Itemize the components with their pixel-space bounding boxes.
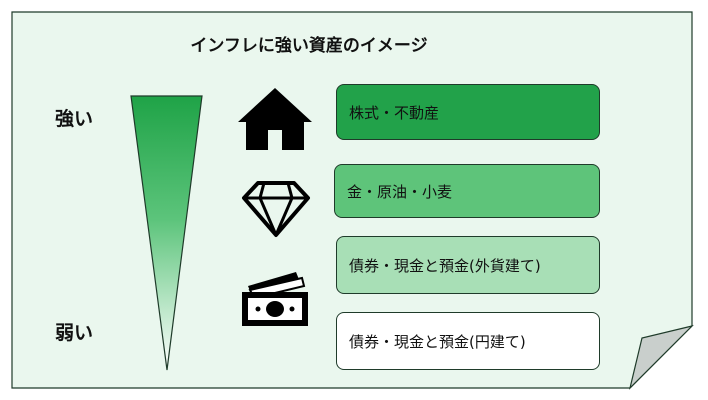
cash-icon bbox=[242, 272, 308, 326]
house-icon bbox=[238, 88, 312, 150]
strength-wedge bbox=[130, 95, 203, 371]
asset-label: 株式・不動産 bbox=[349, 103, 440, 122]
asset-box-foreign-currency: 債券・現金と預金(外貨建て) bbox=[336, 236, 600, 294]
asset-label: 金・原油・小麦 bbox=[347, 182, 453, 201]
asset-box-gold-oil-wheat: 金・原油・小麦 bbox=[334, 164, 600, 218]
folded-corner bbox=[628, 324, 694, 390]
asset-label: 債券・現金と預金(円建て) bbox=[349, 332, 526, 351]
weak-label: 弱い bbox=[55, 322, 94, 344]
asset-box-stocks-realestate: 株式・不動産 bbox=[336, 84, 600, 140]
diagram-title: インフレに強い資産のイメージ bbox=[190, 36, 428, 56]
asset-label: 債券・現金と預金(外貨建て) bbox=[349, 256, 541, 275]
diamond-icon bbox=[242, 181, 310, 237]
asset-box-yen: 債券・現金と預金(円建て) bbox=[336, 312, 600, 370]
strong-label: 強い bbox=[55, 108, 94, 130]
